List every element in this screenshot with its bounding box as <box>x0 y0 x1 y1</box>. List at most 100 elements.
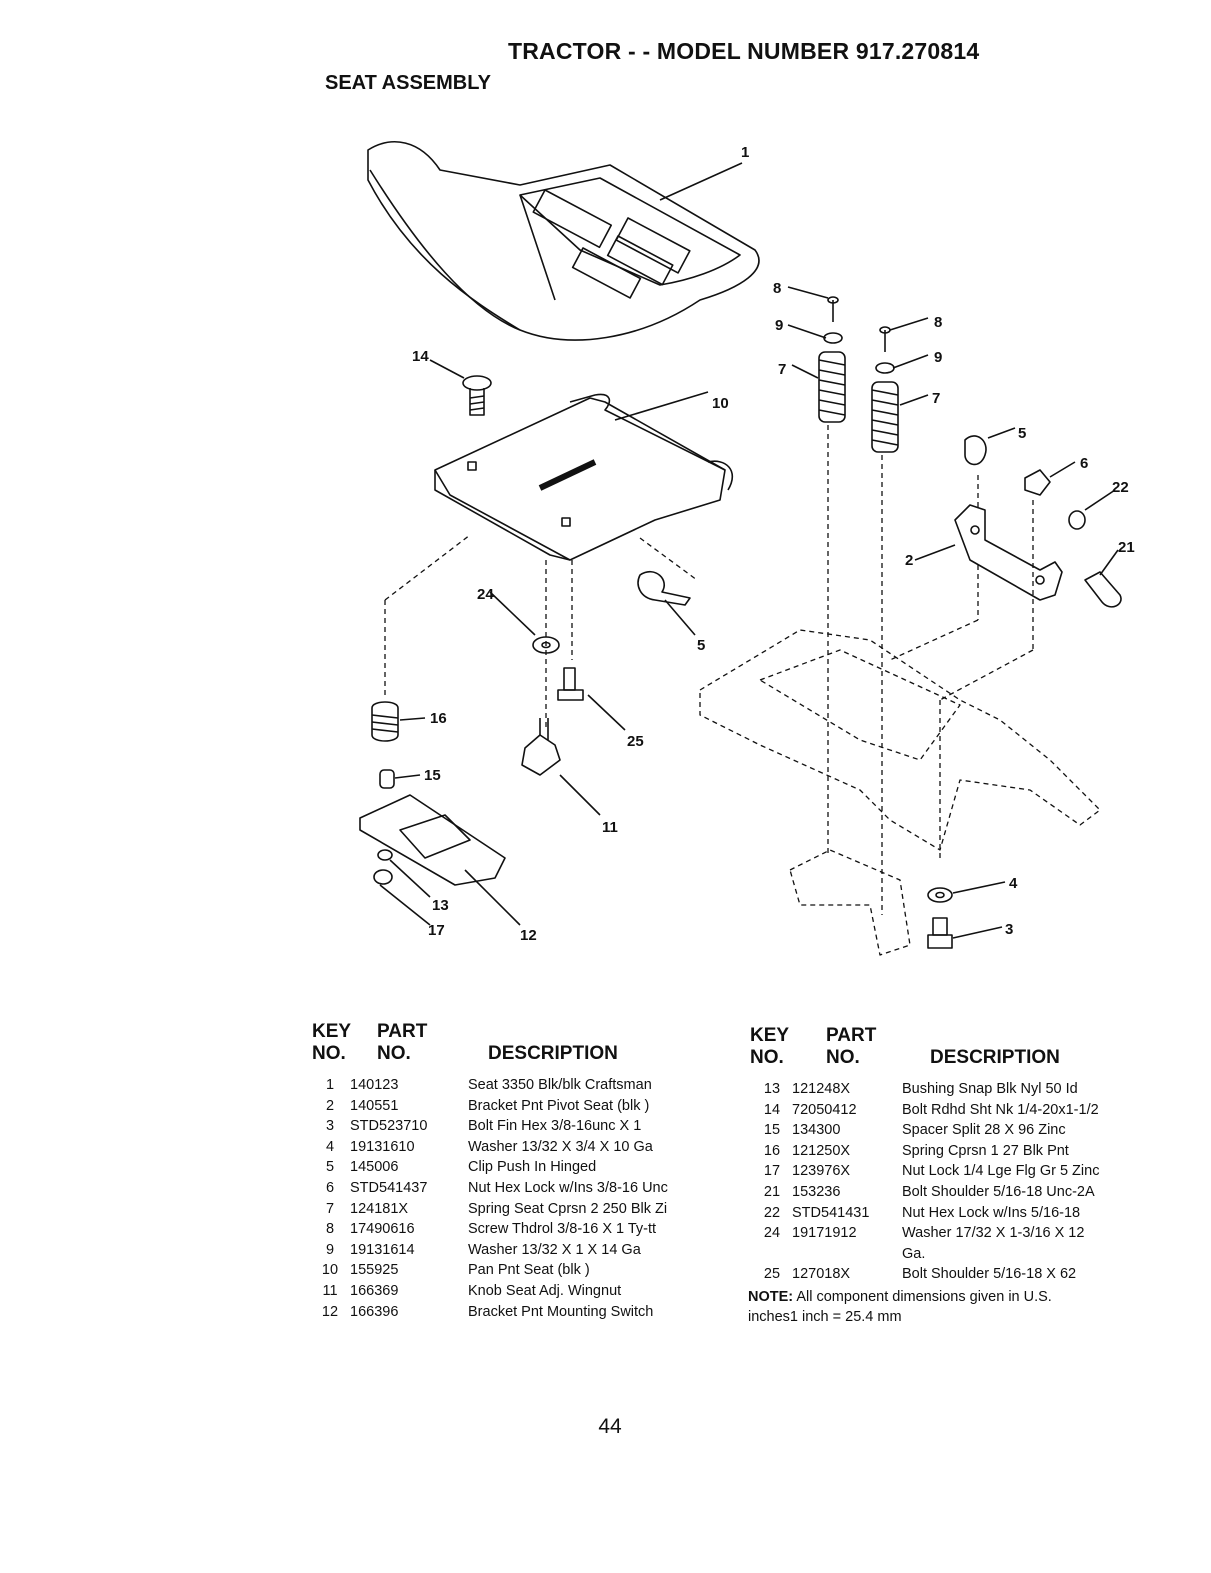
part-number-cell: STD523710 <box>350 1118 428 1135</box>
header-key: KEY <box>312 1021 352 1042</box>
table-row: 15 134300 Spacer Split 28 X 96 Zinc <box>752 1122 1142 1143</box>
bracket-2-illustration <box>914 427 1122 608</box>
key-cell: 1 <box>325 1077 335 1093</box>
key-cell: 25 <box>763 1266 781 1283</box>
page-number: 44 <box>598 1415 622 1438</box>
key-cell: 10 <box>321 1262 339 1279</box>
switch-bracket-illustration <box>359 701 521 926</box>
key-cell: 17 <box>763 1163 781 1180</box>
dimensions-note: NOTE: All component dimensions given in … <box>748 1287 1168 1327</box>
part-number-cell: STD541431 <box>792 1204 870 1221</box>
callout-label: 17 <box>428 922 445 939</box>
key-cell: 21 <box>763 1183 781 1200</box>
callout-labels: 1 8 9 8 9 7 7 5 6 22 21 2 14 10 24 5 16 … <box>412 144 1135 944</box>
description-cell: Spring Cprsn 1 27 Blk Pnt <box>902 1142 1069 1159</box>
callout-label: 2 <box>905 552 913 569</box>
description-cell: Bushing Snap Blk Nyl 50 Id <box>902 1081 1078 1097</box>
description-cell: Nut Lock 1/4 Lge Flg Gr 5 Zinc <box>902 1163 1100 1180</box>
key-cell: 5 <box>325 1159 335 1176</box>
description-cell: Bolt Rdhd Sht Nk 1/4-20x1-1/2 <box>902 1101 1099 1118</box>
key-cell: 9 <box>325 1241 335 1258</box>
description-cell: Clip Push In Hinged <box>468 1159 597 1176</box>
callout-label: 11 <box>602 819 618 836</box>
part-number-cell: 17490616 <box>350 1221 415 1238</box>
header-key-no: NO. <box>312 1043 346 1064</box>
part-number-cell: 145006 <box>350 1159 399 1176</box>
part-number-cell: 124181X <box>350 1200 409 1217</box>
key-cell: 7 <box>325 1200 335 1217</box>
key-cell: 3 <box>325 1118 335 1135</box>
key-cell: 22 <box>763 1204 781 1221</box>
callout-label: 15 <box>424 767 441 784</box>
part-number-cell: 123976X <box>792 1163 851 1180</box>
washer-4-bolt-3-illustration <box>927 881 1006 949</box>
description-cell: Seat 3350 Blk/blk Craftsman <box>468 1077 652 1093</box>
callout-label: 6 <box>1080 455 1088 472</box>
table-row: 22 STD541431 Nut Hex Lock w/Ins 5/16-18 <box>752 1205 1142 1226</box>
callout-label: 5 <box>1018 425 1026 442</box>
part-number-cell: STD541437 <box>350 1179 428 1196</box>
description-cell: Bracket Pnt Pivot Seat (blk ) <box>468 1097 650 1114</box>
key-cell: 15 <box>763 1122 781 1139</box>
page-title: TRACTOR - - MODEL NUMBER 917.270814 <box>508 38 980 64</box>
description-cell: Bolt Fin Hex 3/8-16unc X 1 <box>468 1118 642 1135</box>
note-text-2: inches1 inch = 25.4 mm <box>748 1309 902 1325</box>
seat-pan-illustration <box>434 391 734 561</box>
key-cell: 6 <box>325 1179 335 1196</box>
description-cell: Bracket Pnt Mounting Switch <box>468 1303 654 1320</box>
callout-label: 13 <box>432 897 449 914</box>
knob-11-illustration <box>521 718 601 816</box>
table-row: 1 140123 Seat 3350 Blk/blk Craftsman <box>310 1077 708 1098</box>
callout-label: 12 <box>520 927 537 944</box>
callout-label: 1 <box>741 144 749 161</box>
part-number-cell: 140123 <box>350 1077 399 1093</box>
header-part: PART <box>377 1021 428 1042</box>
callout-label: 7 <box>778 361 786 378</box>
key-cell <box>752 1246 792 1267</box>
note-text: All component dimensions given in U.S. <box>796 1289 1052 1305</box>
clip-5-illustration <box>637 570 696 636</box>
part-number-cell: 127018X <box>792 1266 851 1283</box>
header-part-no: NO. <box>377 1043 411 1064</box>
callout-label: 25 <box>627 733 644 750</box>
part-number-cell: 19131610 <box>350 1138 415 1155</box>
description-cell: Washer 13/32 X 1 X 14 Ga <box>468 1241 641 1258</box>
key-cell: 14 <box>763 1101 781 1118</box>
callout-label: 3 <box>1005 921 1013 938</box>
key-cell: 8 <box>325 1221 335 1238</box>
callout-label: 22 <box>1112 479 1129 496</box>
callout-label: 4 <box>1009 875 1018 892</box>
table-row: 10 155925 Pan Pnt Seat (blk ) <box>310 1262 708 1283</box>
table-row: 17 123976X Nut Lock 1/4 Lge Flg Gr 5 Zinc <box>752 1163 1142 1184</box>
description-cell: Spacer Split 28 X 96 Zinc <box>902 1122 1066 1139</box>
description-cell: Ga. <box>902 1245 926 1262</box>
part-number-cell: 155925 <box>350 1262 399 1279</box>
tractor-frame-illustration <box>384 425 1101 956</box>
seat-illustration <box>367 141 760 341</box>
header-key-no-right: NO. <box>750 1047 784 1068</box>
key-cell: 13 <box>763 1081 781 1097</box>
description-cell: Bolt Shoulder 5/16-18 Unc-2A <box>902 1183 1095 1200</box>
header-key-right: KEY <box>750 1025 790 1046</box>
table-row: Ga. <box>752 1246 1142 1267</box>
part-number-cell: 134300 <box>792 1122 841 1139</box>
description-cell: Washer 13/32 X 3/4 X 10 Ga <box>468 1138 653 1155</box>
callout-label: 5 <box>697 637 705 654</box>
part-number-cell: 153236 <box>792 1183 841 1200</box>
header-description: DESCRIPTION <box>488 1043 618 1064</box>
table-row: 21 153236 Bolt Shoulder 5/16-18 Unc-2A <box>752 1184 1142 1205</box>
description-cell: Pan Pnt Seat (blk ) <box>468 1262 590 1279</box>
description-cell: Nut Hex Lock w/Ins 5/16-18 <box>902 1204 1081 1221</box>
callout-label: 9 <box>934 349 942 366</box>
table-row: 3 STD523710 Bolt Fin Hex 3/8-16unc X 1 <box>310 1118 708 1139</box>
